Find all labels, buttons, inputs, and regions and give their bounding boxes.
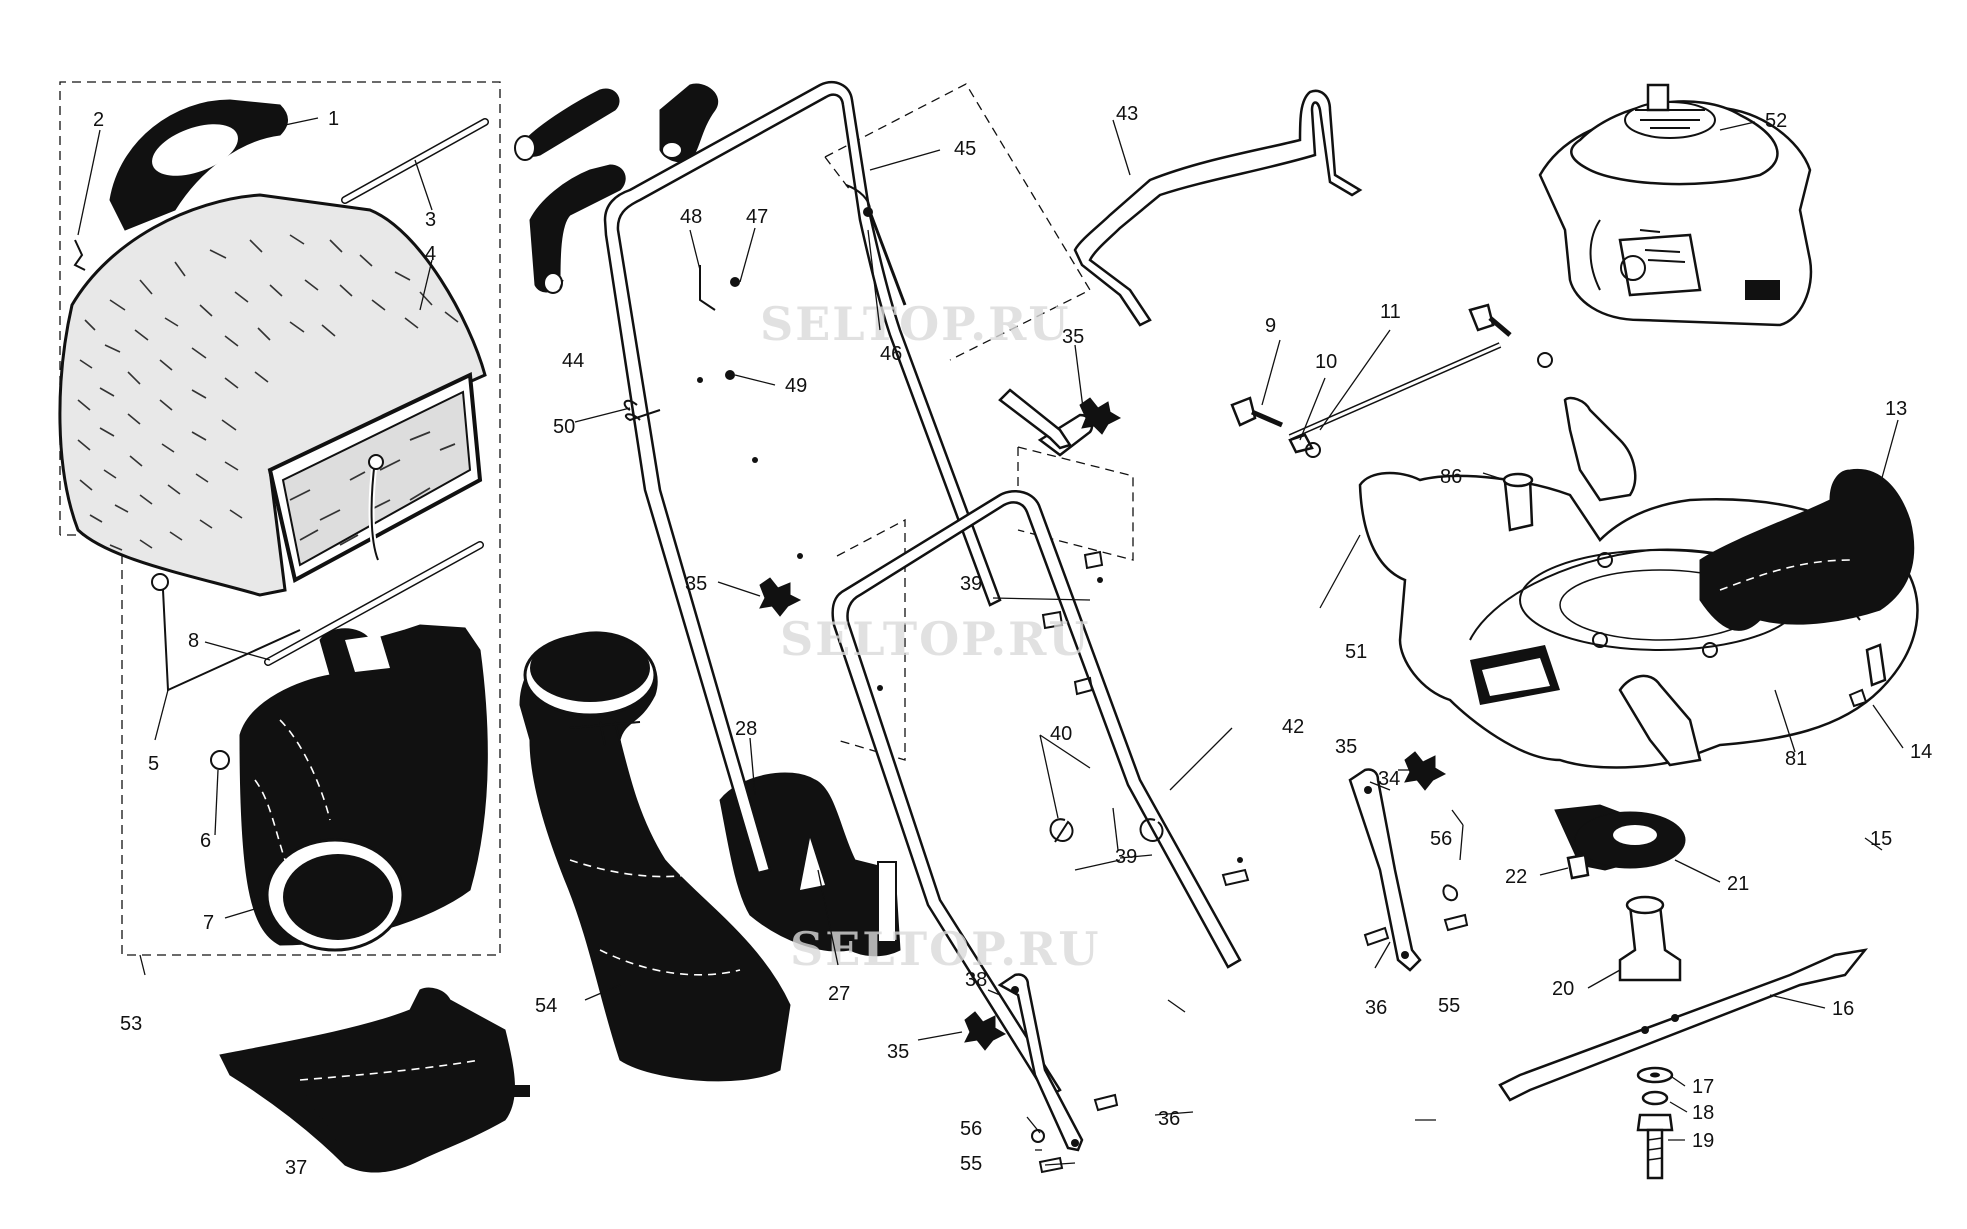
callout-46: 46	[880, 343, 902, 365]
rear-flap	[1699, 468, 1915, 631]
callout-10: 10	[1315, 351, 1337, 373]
callout-53: 53	[120, 1013, 142, 1035]
callout-56: 56	[960, 1118, 982, 1140]
callout-19: 19	[1692, 1130, 1714, 1152]
callout-44: 44	[562, 350, 584, 372]
callout-2: 2	[93, 109, 104, 131]
callout-50: 50	[553, 416, 575, 438]
callout-35: 35	[1062, 326, 1084, 348]
callout-81: 81	[1785, 748, 1807, 770]
callout-15: 15	[1870, 828, 1892, 850]
blade-washers-bolt	[1636, 1066, 1674, 1180]
callout-34: 34	[1378, 768, 1400, 790]
callout-49: 49	[785, 375, 807, 397]
cable-pieces	[623, 184, 907, 422]
knobs-lower	[964, 751, 1447, 1051]
deck-bolt-tall	[1848, 643, 1887, 708]
callout-54: 54	[535, 995, 557, 1017]
grass-bag-group-outline	[59, 81, 501, 956]
callout-7: 7	[203, 912, 214, 934]
callout-42: 42	[1282, 716, 1304, 738]
lower-handle	[831, 490, 1243, 1099]
retainer-clip	[73, 239, 86, 271]
callout-21: 21	[1727, 873, 1749, 895]
side-discharge-deflector	[219, 987, 530, 1173]
callout-5: 5	[148, 753, 159, 775]
handle-brackets	[997, 768, 1422, 1152]
control-bail	[1073, 89, 1363, 327]
watermarks: SELTOP.RU SELTOP.RU SELTOP.RU	[760, 297, 1101, 976]
bag-handle-cover	[109, 99, 288, 231]
handle-section-outlines	[824, 83, 1134, 761]
chute-hose	[519, 631, 791, 1082]
mulch-plug	[719, 772, 901, 957]
callout-labels: 1 2 3 4 5 6 7 8 9 10 11 13 14 15 16 17 1…	[93, 103, 1932, 1179]
callout-39: 39	[960, 573, 982, 595]
callout-36: 36	[1158, 1108, 1180, 1130]
callout-51: 51	[1345, 641, 1367, 663]
blade-adapter	[1554, 804, 1686, 871]
callout-17: 17	[1692, 1076, 1714, 1098]
watermark-text: SELTOP.RU	[790, 922, 1101, 976]
callout-3: 3	[425, 209, 436, 231]
callout-55: 55	[960, 1153, 982, 1175]
grass-bag-fabric	[58, 193, 487, 597]
adapter-hub	[1618, 895, 1682, 982]
callout-36: 36	[1365, 997, 1387, 1019]
rear-bag-frame	[239, 624, 488, 952]
callout-35: 35	[685, 573, 707, 595]
callout-40: 40	[1050, 723, 1072, 745]
watermark-text: SELTOP.RU	[780, 612, 1091, 666]
callout-35: 35	[1335, 736, 1357, 758]
callout-37: 37	[285, 1157, 307, 1179]
callout-16: 16	[1832, 998, 1854, 1020]
upper-handle	[603, 81, 1002, 875]
callout-47: 47	[746, 206, 768, 228]
callout-1: 1	[328, 108, 339, 130]
callout-56: 56	[1430, 828, 1452, 850]
small-hardware	[1031, 550, 1469, 1174]
callout-22: 22	[1505, 866, 1527, 888]
callout-35: 35	[887, 1041, 909, 1063]
callout-38: 38	[965, 969, 987, 991]
watermark-text: SELTOP.RU	[760, 297, 1071, 351]
blade-bolt-small	[1566, 853, 1590, 880]
callout-52: 52	[1765, 110, 1787, 132]
handle-bracket-arm	[998, 388, 1094, 457]
callout-13: 13	[1885, 398, 1907, 420]
bushing	[1502, 472, 1534, 532]
blade	[1498, 948, 1869, 1102]
callout-27: 27	[828, 983, 850, 1005]
callout-11: 11	[1380, 301, 1401, 323]
engine	[1538, 83, 1813, 327]
callout-20: 20	[1552, 978, 1574, 1000]
callout-39: 39	[1115, 846, 1137, 868]
callout-14: 14	[1910, 741, 1932, 763]
clip-ring	[210, 750, 230, 770]
handle-grips	[514, 83, 718, 294]
callout-6: 6	[200, 830, 211, 852]
callout-55: 55	[1438, 995, 1460, 1017]
knobs-upper	[759, 397, 1122, 617]
callout-45: 45	[954, 138, 976, 160]
callout-9: 9	[1265, 315, 1276, 337]
callout-4: 4	[425, 243, 436, 265]
callout-86: 86	[1440, 466, 1462, 488]
long-rod	[264, 541, 484, 666]
callout-48: 48	[680, 206, 702, 228]
callout-18: 18	[1692, 1102, 1714, 1124]
callout-28: 28	[735, 718, 757, 740]
callout-43: 43	[1116, 103, 1138, 125]
callout-8: 8	[188, 630, 199, 652]
axle-and-bolts	[1230, 303, 1553, 458]
leader-lines	[77, 117, 1904, 1166]
